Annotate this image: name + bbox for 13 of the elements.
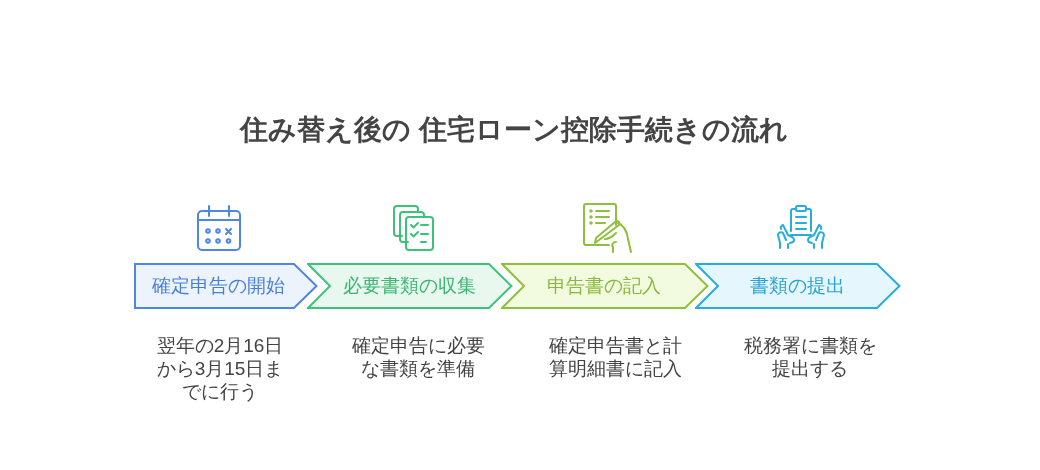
chevron-step <box>307 263 513 309</box>
chevron-step <box>501 263 709 309</box>
step-description: 確定申告に必要な書類を準備 <box>350 334 486 380</box>
step-label: 書類の提出 <box>749 274 845 298</box>
step-label: 必要書類の収集 <box>342 274 476 298</box>
chevron-step <box>695 263 901 309</box>
chevron-step <box>134 263 318 309</box>
step-description: 税務署に書類を提出する <box>742 334 878 380</box>
step-description: 翌年の2月16日から3月15日までに行う <box>155 334 285 403</box>
step-label: 確定申告の開始 <box>151 274 285 298</box>
diagram-title: 住み替え後の 住宅ローン控除手続きの流れ <box>240 113 788 147</box>
step-description: 確定申告書と計算明細書に記入 <box>547 334 683 380</box>
step-label: 申告書の記入 <box>547 274 661 298</box>
